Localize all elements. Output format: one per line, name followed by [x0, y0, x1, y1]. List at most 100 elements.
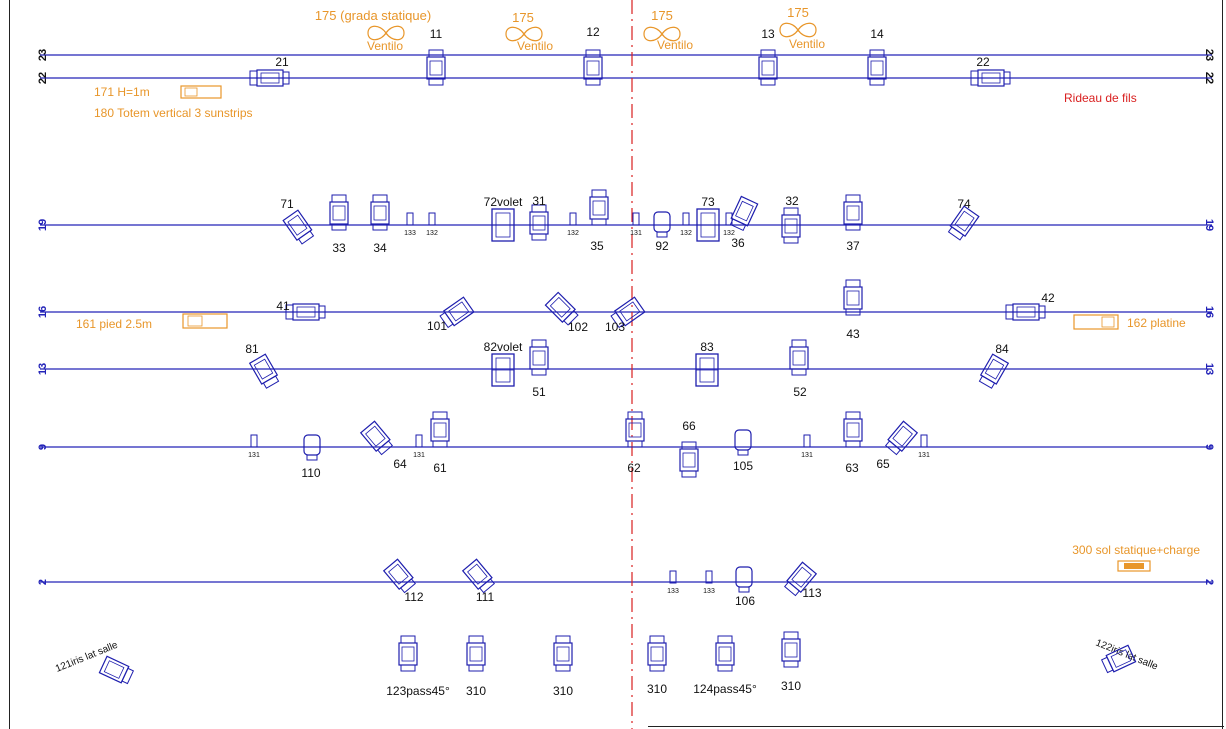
- fixture-number-3: 13: [761, 27, 775, 41]
- fixture-12: [653, 211, 671, 238]
- fixture-yoke: [585, 49, 601, 58]
- ventilo-infinity-icon: [367, 25, 405, 41]
- small-unit-body: [415, 434, 423, 448]
- platine-lens: [1101, 316, 1115, 328]
- fixture-number-47: 310: [781, 679, 801, 693]
- fixture-0: [249, 69, 290, 87]
- fixture-3: [758, 49, 778, 86]
- fixture-17: [947, 205, 980, 241]
- fixture-lens: [549, 296, 571, 318]
- fixture-lens: [650, 646, 664, 662]
- small-unit-10: [669, 570, 677, 584]
- small-unit-body: [682, 212, 690, 226]
- fixture-yoke: [760, 49, 776, 58]
- frame-right-border: [1222, 0, 1223, 729]
- note-ventilo-2: Ventilo: [517, 39, 553, 53]
- pipe-label-right-16: 16: [1203, 306, 1215, 318]
- fixture-number-4: 14: [870, 27, 884, 41]
- small-unit-label-7: 131: [413, 452, 425, 459]
- fixture-28: [789, 339, 809, 376]
- fixture-number-28: 52: [793, 385, 807, 399]
- fixture-lens: [792, 350, 806, 366]
- fixture-yoke: [531, 339, 547, 348]
- small-unit-8: [803, 434, 811, 448]
- small-unit-7: [415, 434, 423, 448]
- fixture-lens: [556, 646, 570, 662]
- fixture-yoke: [845, 194, 861, 203]
- fixture-number-34: 66: [682, 419, 696, 433]
- small-unit-body: [250, 434, 258, 448]
- fixture-lens: [433, 422, 447, 438]
- fixture-number-18: 41: [276, 299, 290, 313]
- fixture-39: [461, 558, 495, 594]
- small-unit-6: [250, 434, 258, 448]
- ventilo-icon-4: [779, 22, 817, 38]
- small-unit-4: [682, 212, 690, 226]
- fixture-yoke: [717, 635, 733, 644]
- fixture-number-46: 124pass45°: [693, 682, 757, 696]
- fixture-16: [843, 194, 863, 231]
- fixture-7: [329, 194, 349, 231]
- fixture-lens: [784, 218, 798, 234]
- sol-fill: [1124, 563, 1144, 569]
- pipe-label-left-22: 22: [37, 72, 49, 84]
- fixture-number-21: 103: [605, 320, 625, 334]
- fixture-yoke: [627, 411, 643, 420]
- fixture-base: [760, 78, 776, 86]
- small-unit-body: [705, 570, 713, 584]
- fixture-33: [625, 411, 645, 448]
- fixture-45: [647, 635, 667, 672]
- fixture-number-19: 101: [427, 319, 447, 333]
- small-unit-label-4: 132: [680, 230, 692, 237]
- pied-lens: [187, 315, 203, 327]
- fixture-25: [491, 353, 515, 387]
- pipe-label-left-16: 16: [37, 306, 49, 318]
- fixture-lens: [846, 422, 860, 438]
- ventilo-infinity-icon: [779, 22, 817, 38]
- small-unit-body: [725, 212, 733, 226]
- frame-left-border: [9, 0, 10, 729]
- small-unit-body: [632, 212, 640, 226]
- note-iris-right: 122iris lat salle: [1094, 638, 1160, 673]
- fixture-lens: [718, 646, 732, 662]
- fixture-base: [306, 454, 318, 461]
- fixture-number-10: 31: [532, 194, 546, 208]
- fixture-number-37: 65: [876, 457, 890, 471]
- fixture-base: [428, 78, 444, 86]
- fixture-body: [382, 558, 414, 591]
- small-unit-3: [632, 212, 640, 226]
- small-unit-2: [569, 212, 577, 226]
- fixture-9: [491, 208, 515, 242]
- fixture-number-9: 72volet: [484, 195, 523, 209]
- small-unit-9: [920, 434, 928, 448]
- small-unit-body: [406, 212, 414, 226]
- fixture-number-14: 36: [731, 236, 745, 250]
- fixture-number-27: 83: [700, 340, 714, 354]
- fixture-base: [1100, 656, 1114, 674]
- fixture-30: [303, 434, 321, 461]
- fixture-lens: [682, 452, 696, 468]
- note-pied: 161 pied 2.5m: [76, 317, 152, 331]
- note-175-3: 175: [651, 8, 673, 23]
- fixture-base: [400, 664, 416, 672]
- totem-body: [180, 85, 222, 99]
- fixture-body: [303, 434, 321, 456]
- fixture-base: [318, 305, 326, 319]
- fixture-yoke: [468, 635, 484, 644]
- fixture-lens: [984, 358, 1005, 380]
- fixture-base: [531, 368, 547, 376]
- fixture-yoke: [783, 207, 799, 216]
- fixture-base: [738, 586, 750, 593]
- fixture-lens: [1016, 306, 1036, 318]
- fixture-lens: [296, 306, 316, 318]
- fixture-lens: [628, 422, 642, 438]
- fixture-number-23: 42: [1041, 291, 1055, 305]
- fixture-yoke: [400, 635, 416, 644]
- fixture-body: [544, 291, 576, 323]
- fixture-number-43: 310: [466, 684, 486, 698]
- small-unit-1: [428, 212, 436, 226]
- small-unit-body: [569, 212, 577, 226]
- fixture-base: [531, 233, 547, 241]
- pipe-label-right-19: 19: [1203, 219, 1215, 231]
